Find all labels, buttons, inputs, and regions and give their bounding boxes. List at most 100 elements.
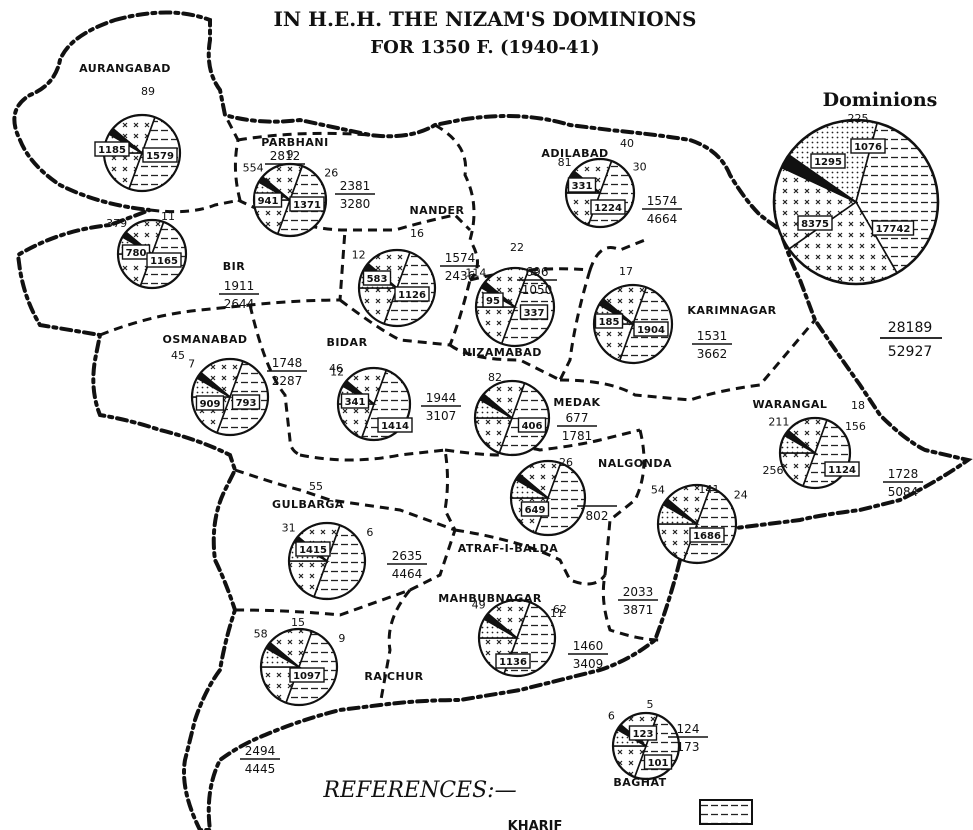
district-gulbarga: 1415 bbox=[287, 521, 367, 601]
pie-box bbox=[590, 199, 626, 215]
pie-side-value: 12 bbox=[330, 366, 344, 379]
pie-outline bbox=[336, 366, 412, 442]
kharif-legend-swatch bbox=[699, 799, 753, 825]
pie-outline bbox=[592, 283, 674, 365]
pie-box-value: 337 bbox=[524, 308, 545, 319]
pie-side-value: 7 bbox=[188, 357, 195, 370]
pie-box bbox=[824, 461, 860, 477]
pie-box bbox=[195, 395, 225, 411]
fraction-denominator: 4464 bbox=[392, 567, 423, 581]
district-raichur: 1097 bbox=[259, 627, 339, 707]
pie-box-value: 95 bbox=[486, 296, 500, 307]
pie-side-value: 379 bbox=[106, 217, 127, 230]
pie-outline bbox=[772, 118, 940, 286]
fraction-denominator: 5084 bbox=[888, 485, 919, 499]
fraction-numerator: 2494 bbox=[245, 744, 276, 758]
pie-box bbox=[519, 304, 549, 320]
pie-side-value: 156 bbox=[845, 420, 866, 433]
pie-box-value: 1124 bbox=[828, 465, 856, 476]
fraction-denominator: 3280 bbox=[340, 197, 371, 211]
pie-box-value: 909 bbox=[200, 399, 221, 410]
pie-side-value: 114 bbox=[465, 267, 486, 280]
pie-top-value: 11 bbox=[550, 607, 564, 620]
pie-box bbox=[628, 725, 658, 741]
district-name-nizamabad: NIZAMABAD bbox=[462, 346, 542, 359]
pie-top-value: 82 bbox=[488, 371, 502, 384]
pie-box bbox=[146, 252, 182, 268]
pie-outline bbox=[564, 157, 636, 229]
district-name-aurangabad: AURANGABAD bbox=[79, 62, 171, 75]
pie-top-value: 15 bbox=[291, 616, 305, 629]
pie-box bbox=[810, 153, 846, 169]
district-atraf: 649 bbox=[509, 459, 587, 537]
pie-side-value: 9 bbox=[338, 632, 345, 645]
pie-side-value: 58 bbox=[254, 627, 268, 640]
district-name-karimnagar: KARIMNAGAR bbox=[687, 304, 776, 317]
pie-outline bbox=[656, 483, 738, 565]
fraction-numerator: 677 bbox=[566, 411, 589, 425]
district-name-baghat: BAGHAT bbox=[613, 776, 666, 789]
pie-box-value: 1076 bbox=[854, 142, 882, 153]
fraction-denominator: 1781 bbox=[562, 429, 593, 443]
pie-side-value: 81 bbox=[558, 156, 572, 169]
pie-top-value: 55 bbox=[309, 480, 323, 493]
pie-box-value: 941 bbox=[258, 196, 279, 207]
district-mahbubnagar: 1136 bbox=[477, 598, 557, 678]
pie-top-value: 45 bbox=[171, 349, 185, 362]
fraction-numerator: 2033 bbox=[623, 585, 654, 599]
pie-top-value: 141 bbox=[699, 483, 720, 496]
pie-box-value: 1097 bbox=[293, 671, 321, 682]
fraction-numerator: 124 bbox=[677, 722, 700, 736]
pie-side-value: 12 bbox=[352, 248, 366, 261]
pie-outline bbox=[116, 218, 188, 290]
pie-box bbox=[289, 196, 325, 212]
pie-top-value: 9 bbox=[287, 148, 294, 161]
pie-box bbox=[253, 192, 283, 208]
pie-box bbox=[340, 393, 370, 409]
pie-box bbox=[633, 321, 669, 337]
district-name-medak: MEDAK bbox=[553, 396, 600, 409]
fraction-denominator: 802 bbox=[586, 509, 609, 523]
pie-box bbox=[495, 653, 531, 669]
pie-side-value: 211 bbox=[768, 415, 789, 428]
pie-box bbox=[142, 147, 178, 163]
fraction-denominator: 52927 bbox=[888, 344, 933, 360]
pie-outline bbox=[473, 379, 551, 457]
fraction-numerator: 2635 bbox=[392, 549, 423, 563]
pie-box bbox=[567, 177, 597, 193]
pie-box bbox=[121, 244, 151, 260]
pie-top-value: 89 bbox=[141, 85, 155, 98]
district-name-adilabad: ADILABAD bbox=[541, 147, 608, 160]
pie-box-value: 1295 bbox=[814, 157, 842, 168]
pie-top-value: 22 bbox=[510, 241, 524, 254]
fraction-numerator: 1748 bbox=[272, 356, 303, 370]
pie-top-value: 5 bbox=[647, 698, 654, 711]
pie-outline bbox=[611, 711, 681, 781]
pie-box-value: 123 bbox=[633, 729, 654, 740]
pie-outline bbox=[509, 459, 587, 537]
pie-top-value: 18 bbox=[851, 399, 865, 412]
pie-side-value: 256 bbox=[763, 464, 784, 477]
pie-box-value: 1414 bbox=[381, 421, 409, 432]
pie-box bbox=[871, 220, 915, 236]
pie-box bbox=[231, 394, 261, 410]
pie-box bbox=[689, 527, 725, 543]
pie-top-value: 40 bbox=[620, 137, 634, 150]
district-boundaries bbox=[99, 114, 817, 706]
pie-box-value: 1904 bbox=[637, 325, 665, 336]
fraction-denominator: 2436 bbox=[445, 269, 476, 283]
pie-box-value: 341 bbox=[345, 397, 366, 408]
pie-box-value: 1126 bbox=[398, 290, 426, 301]
pie-box bbox=[94, 141, 130, 157]
district-name-gulbarga: GULBARGA bbox=[272, 498, 344, 511]
pie-box bbox=[517, 417, 547, 433]
pie-top-value: 46 bbox=[329, 362, 343, 375]
district-name-bidar: BIDAR bbox=[326, 336, 367, 349]
fraction-denominator: 3107 bbox=[426, 409, 457, 423]
pie-side-value: 554 bbox=[243, 162, 264, 175]
fraction-numerator: 1460 bbox=[573, 639, 604, 653]
